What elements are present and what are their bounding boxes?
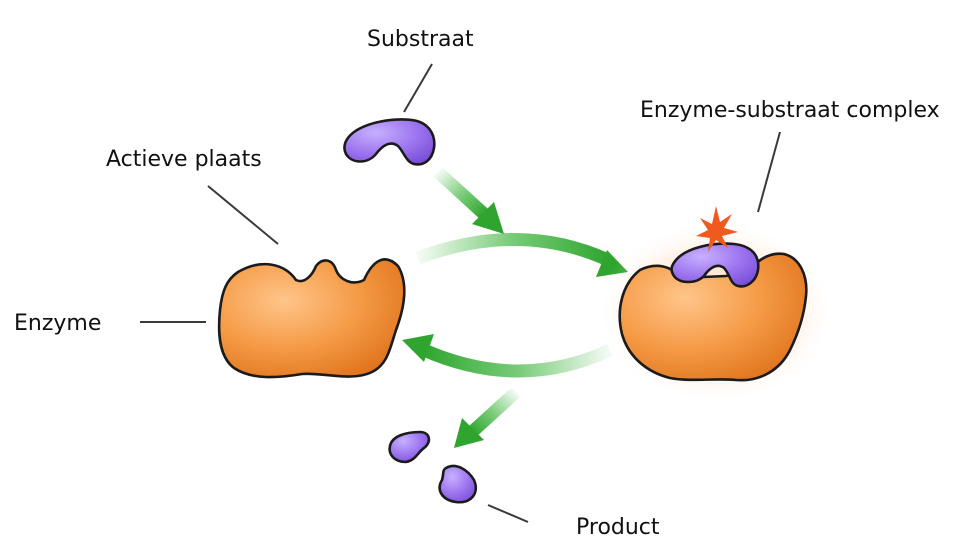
complex-substrate-shape <box>670 242 760 288</box>
leader-substrate <box>403 63 433 113</box>
leader-product <box>487 504 529 523</box>
arrow-binding <box>415 233 628 277</box>
arrow-product-out <box>454 387 521 448</box>
product-shape-2 <box>438 464 477 504</box>
arrow-substrate-in <box>433 167 504 234</box>
leader-complex <box>757 131 781 213</box>
arrow-release <box>402 334 613 378</box>
label-complex: Enzyme-substraat complex <box>640 98 940 123</box>
enzyme-shape <box>217 258 406 379</box>
label-active-site: Actieve plaats <box>106 147 262 172</box>
label-substrate: Substraat <box>367 27 474 52</box>
leader-active-site <box>207 185 279 245</box>
product-shape-1 <box>388 430 431 464</box>
label-product: Product <box>576 515 660 540</box>
spark-icon <box>696 206 738 252</box>
label-enzyme: Enzyme <box>14 311 101 336</box>
substrate-shape <box>343 118 436 166</box>
